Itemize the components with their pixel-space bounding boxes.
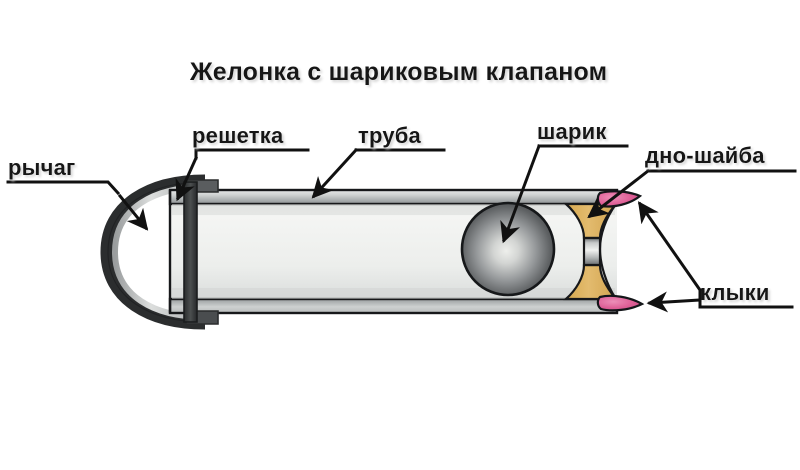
page-title-text: Желонка с шариковым клапаном (189, 58, 607, 86)
bail-handle (100, 174, 206, 330)
page-title: Желонка с шариковым клапаном (189, 58, 607, 86)
label-ball: шарик (537, 119, 607, 144)
leader-grate (175, 148, 310, 202)
leader-fangs (637, 201, 794, 313)
label-pipe: труба (358, 123, 422, 148)
leader-seat (587, 168, 797, 219)
leader-ball (500, 144, 629, 244)
pipe-wall-top (168, 188, 619, 206)
label-grate: решетка (192, 123, 284, 148)
fang-bottom (596, 294, 645, 312)
pipe-wall-bottom (168, 297, 619, 315)
callout-labels: рычаг решетка труба шарик дно-шайба клык… (8, 119, 770, 305)
leader-pipe (311, 147, 446, 199)
label-lever: рычаг (8, 155, 75, 180)
leader-lever (6, 180, 149, 231)
valve-ball (460, 201, 556, 297)
label-bottom-washer: дно-шайба (645, 143, 765, 168)
label-fangs: клыки (700, 280, 770, 305)
